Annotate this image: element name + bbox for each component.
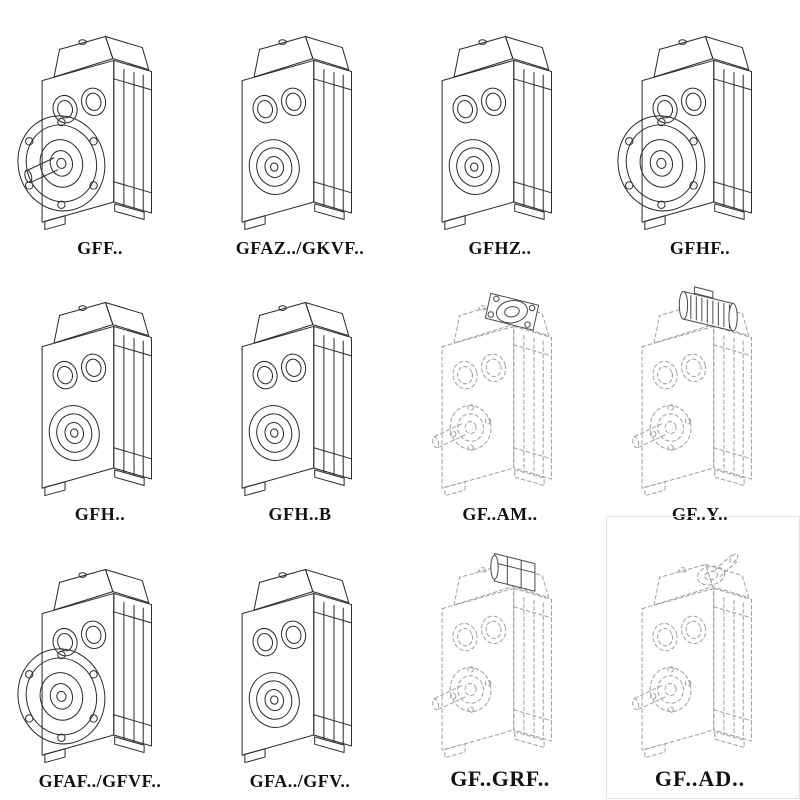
product-label: GFHF.. [669, 237, 731, 258]
gearbox-motor-flange-icon [411, 284, 589, 502]
gearbox-flange-shaft-icon [11, 18, 189, 236]
product-label: GFF.. [77, 237, 123, 258]
product-cell: GF..AD.. [600, 533, 800, 800]
product-cell: GF..Y.. [600, 267, 800, 534]
product-label: GFH..B [268, 504, 332, 525]
gearbox-flange-icon [11, 551, 189, 769]
gearbox-adapter-icon [411, 546, 589, 764]
product-label: GFH.. [74, 504, 126, 525]
product-cell: GFAZ../GKVF.. [200, 0, 400, 267]
product-label: GF..Y.. [671, 504, 729, 525]
product-cell: GF..GRF.. [400, 533, 600, 800]
product-cell: GFA../GFV.. [200, 533, 400, 800]
gearbox-flange-icon [611, 18, 789, 236]
gearbox-bore-icon [211, 18, 389, 236]
product-label: GFAF../GFVF.. [38, 770, 162, 791]
gearbox-bore-icon [11, 284, 189, 502]
gearbox-bore-icon [211, 284, 389, 502]
product-label: GFAZ../GKVF.. [235, 237, 365, 258]
gearbox-motor-icon [611, 284, 789, 502]
product-cell: GFAF../GFVF.. [0, 533, 200, 800]
product-cell: GFHF.. [600, 0, 800, 267]
gearbox-bore-icon [211, 551, 389, 769]
gearbox-input-shaft-icon [611, 546, 789, 764]
product-label: GFA../GFV.. [249, 770, 351, 791]
product-cell: GFF.. [0, 0, 200, 267]
product-cell: GF..AM.. [400, 267, 600, 534]
product-cell: GFH.. [0, 267, 200, 534]
product-label: GFHZ.. [468, 237, 532, 258]
product-label: GF..GRF.. [450, 765, 550, 791]
gearbox-bore-icon [411, 18, 589, 236]
product-label: GF..AM.. [462, 504, 538, 525]
product-cell: GFHZ.. [400, 0, 600, 267]
product-cell: GFH..B [200, 267, 400, 534]
product-label: GF..AD.. [654, 765, 746, 791]
